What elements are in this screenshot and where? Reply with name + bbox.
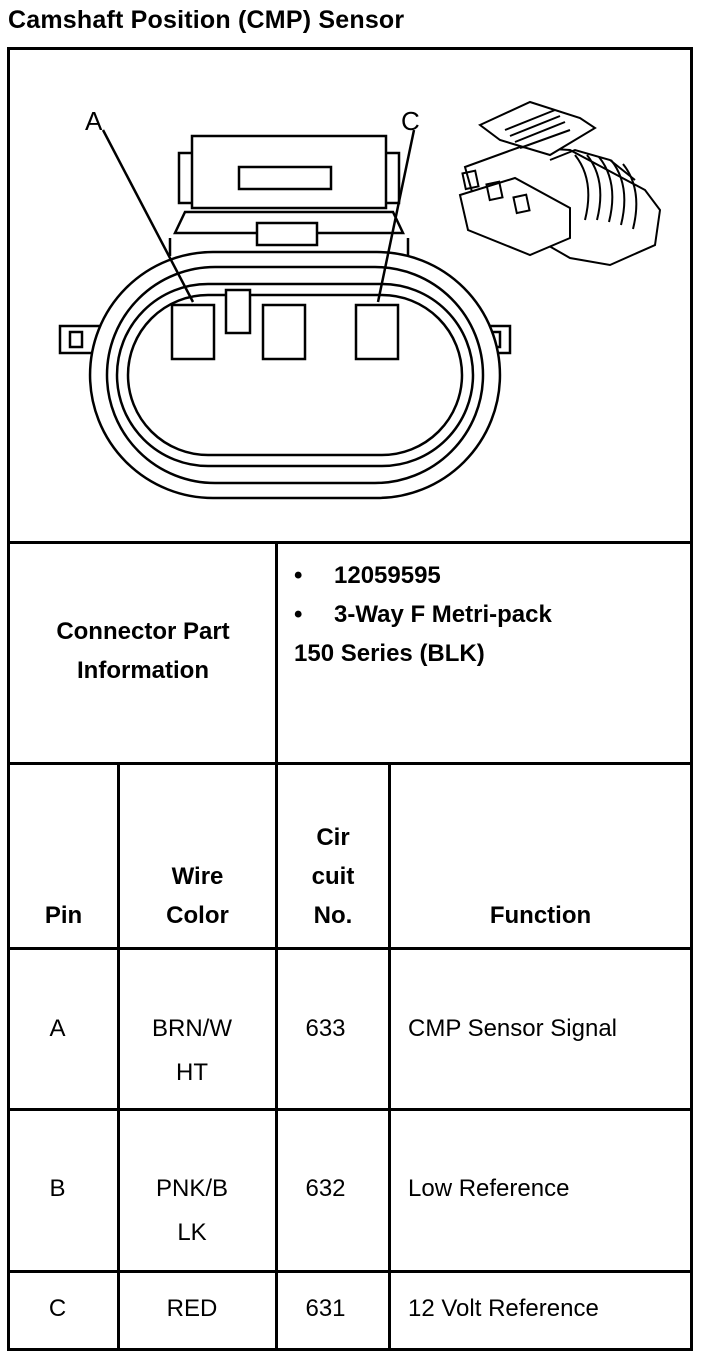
connector-info-label-line2: Information [77, 657, 209, 684]
connector-diagram: A C [58, 100, 662, 500]
description-item: • 3-Way F Metri-pack [294, 595, 684, 634]
header-wire-line2: Color [166, 902, 229, 929]
divider-col-wire [275, 762, 278, 1351]
connector-info-label-line1: Connector Part [56, 618, 230, 645]
row-b-wire-color: PNK/B LK [120, 1167, 264, 1255]
connector-series: 150 Series (BLK) [294, 640, 485, 667]
part-number-item: • 12059595 [294, 556, 684, 595]
pin-a-label: A [85, 106, 103, 136]
divider-col-pin [117, 762, 120, 1351]
connector-description: 3-Way F Metri-pack [334, 601, 552, 628]
divider-header [7, 947, 693, 950]
row-a-circuit: 633 [305, 1015, 346, 1042]
row-a-wire-line1: BRN/W [152, 1015, 232, 1042]
divider-row-a [7, 1108, 693, 1111]
row-a-wire-line2: HT [176, 1059, 208, 1086]
row-c-circuit: 631 [305, 1295, 346, 1322]
row-a-pin: A [49, 1015, 66, 1042]
page-title: Camshaft Position (CMP) Sensor [8, 6, 405, 34]
part-number: 12059595 [334, 562, 441, 589]
divider-info [7, 762, 693, 765]
row-b-pin: B [49, 1175, 66, 1202]
divider-info-column [275, 541, 278, 765]
row-b-wire-line1: PNK/B [155, 1175, 229, 1202]
connector-info-label: Connector Part Information [10, 612, 276, 690]
row-c-pin: C [48, 1295, 67, 1322]
header-circuit-line2: cuit [311, 863, 355, 890]
bullet: • [294, 562, 303, 589]
header-pin: Pin [44, 902, 83, 929]
row-b-wire-line2: LK [177, 1219, 207, 1246]
bullet: • [294, 601, 303, 628]
divider-col-circuit [388, 762, 391, 1351]
row-c-function: 12 Volt Reference [408, 1295, 599, 1322]
header-wire-line1: Wire [171, 863, 224, 890]
header-wire-color: Wire Color [120, 857, 275, 935]
connector-info-list: • 12059595 • 3-Way F Metri-pack 150 Seri… [294, 556, 684, 673]
divider-row-b [7, 1270, 693, 1273]
pin-c-label: C [401, 106, 420, 136]
divider-diagram [7, 541, 693, 544]
header-circuit-line1: Cir [316, 824, 350, 851]
row-b-function: Low Reference [408, 1175, 570, 1202]
header-function: Function [489, 902, 592, 929]
connector-table-frame [7, 47, 693, 1351]
row-a-function: CMP Sensor Signal [408, 1015, 617, 1042]
header-circuit-no: Cir cuit No. [278, 818, 388, 935]
row-b-circuit: 632 [305, 1175, 346, 1202]
row-c-wire-color: RED [166, 1295, 218, 1322]
row-a-wire-color: BRN/W HT [120, 1007, 264, 1095]
header-circuit-line3: No. [313, 902, 353, 929]
